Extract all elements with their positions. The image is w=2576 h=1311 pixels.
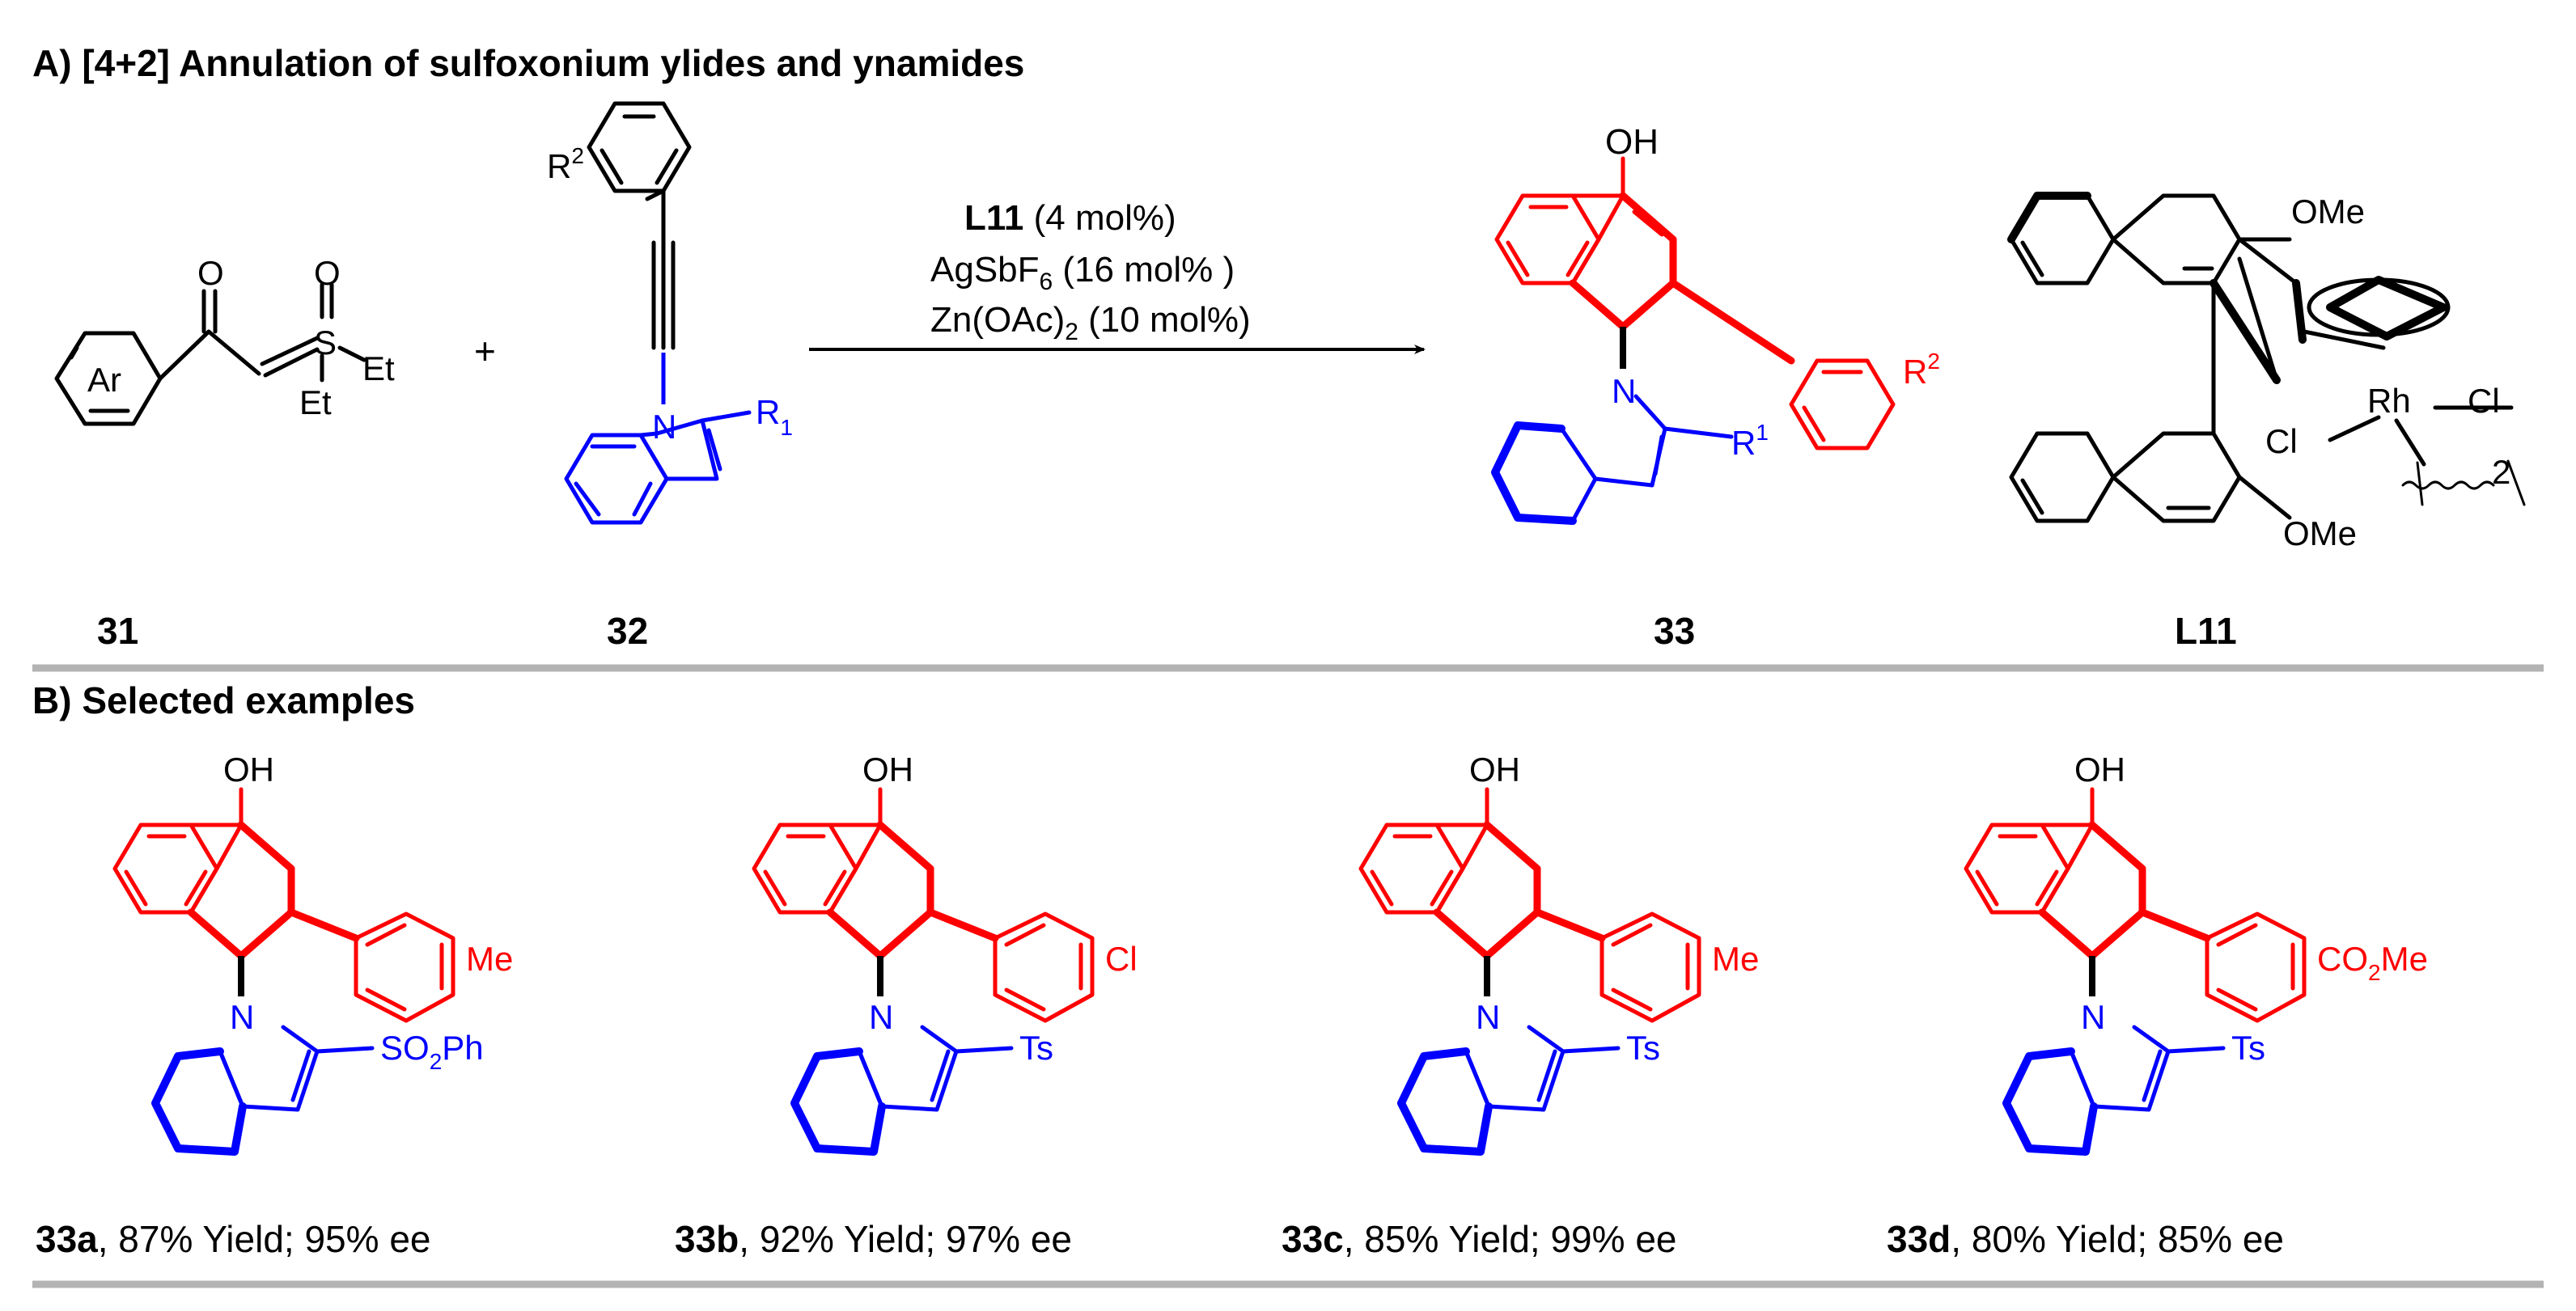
compound-31-et1: Et <box>362 349 395 387</box>
compound-33-indole-bold <box>1491 421 1577 525</box>
example-33d-caption: 33d, 80% Yield; 85% ee <box>1887 1218 2284 1260</box>
example-33c-n: N <box>1476 998 1500 1036</box>
condition-additive1: AgSbF6 (16 mol% ) <box>930 250 1235 295</box>
example-33b-substituent: Cl <box>1105 940 1138 978</box>
example-33d-substituent: CO2Me <box>2317 940 2428 985</box>
compound-33-new-bonds <box>1569 192 1795 365</box>
example-33a-aryl <box>354 911 455 1023</box>
example-33d-new-bonds <box>2038 821 2211 960</box>
condition-catalyst: L11 (4 mol%) <box>964 198 1176 238</box>
example-33b-n: N <box>869 998 893 1036</box>
example-33a-caption: 33a, 87% Yield; 95% ee <box>36 1218 430 1260</box>
plus-sign: + <box>474 330 496 372</box>
L11-dimer-count: 2 <box>2492 453 2510 491</box>
compound-33-indole <box>1493 394 1734 523</box>
example-33c-indole-substituent: Ts <box>1626 1029 1660 1067</box>
example-33c-aryl <box>1599 911 1701 1023</box>
example-33a-naphthalene <box>112 787 244 915</box>
compound-32-r1: R1 <box>756 393 793 440</box>
example-33b-indole-substituent: Ts <box>1019 1029 1053 1067</box>
compound-32-indole <box>564 410 752 525</box>
example-33c-oh: OH <box>1469 751 1520 789</box>
example-33c-substituent: Me <box>1712 940 1759 978</box>
compound-31-sulfoxide-o: O <box>314 254 341 292</box>
example-33b-indole <box>857 1025 1014 1112</box>
example-33c-indole <box>1464 1025 1621 1112</box>
L11-ome-bottom: OMe <box>2283 514 2357 552</box>
compound-31-carbonyl-o: O <box>197 254 224 292</box>
example-33d-aryl <box>2205 911 2307 1023</box>
example-33b-caption: 33b, 92% Yield; 97% ee <box>675 1218 1072 1260</box>
example-33a-indole-substituent: SO2Ph <box>380 1029 484 1074</box>
compound-33-oh: OH <box>1605 122 1659 162</box>
compound-32-n: N <box>652 408 676 446</box>
compound-33-r2: R2 <box>1903 349 1940 391</box>
example-33a-oh: OH <box>223 751 274 789</box>
example-33a-n: N <box>230 998 254 1036</box>
L11-wavy-bond <box>2401 459 2526 506</box>
example-33a-indole-bold <box>151 1047 247 1156</box>
L11-cl-left: Cl <box>2265 422 2298 460</box>
example-33c-caption: 33c, 85% Yield; 99% ee <box>1282 1218 1676 1260</box>
example-33b-new-bonds <box>826 821 999 960</box>
compound-32-id: 32 <box>607 610 648 652</box>
example-33a-new-bonds <box>187 821 360 960</box>
compound-31-et2: Et <box>299 383 332 421</box>
example-33d-naphthalene <box>1964 787 2095 915</box>
example-33d-indole-substituent: Ts <box>2231 1029 2265 1067</box>
example-33a-indole <box>218 1025 375 1112</box>
example-33d-indole <box>2069 1025 2226 1112</box>
compound-31-id: 31 <box>97 610 138 652</box>
example-33b-naphthalene <box>752 787 883 915</box>
compound-32-structure <box>587 101 692 350</box>
example-33b-indole-bold <box>790 1047 886 1156</box>
compound-33-ring-inner <box>1570 193 1664 285</box>
example-33c-naphthalene <box>1358 787 1489 915</box>
section-b-title: B) Selected examples <box>32 679 415 721</box>
section-a-title: A) [4+2] Annulation of sulfoxonium ylide… <box>32 42 1024 84</box>
example-33a-substituent: Me <box>466 940 513 978</box>
example-33c-indole-bold <box>1397 1047 1493 1156</box>
L11-id: L11 <box>2175 610 2237 652</box>
example-33d-oh: OH <box>2074 751 2125 789</box>
example-33c-new-bonds <box>1433 821 1606 960</box>
example-33d-indole-bold <box>2002 1047 2098 1156</box>
compound-31-ring-label: Ar <box>87 361 121 399</box>
compound-33-n: N <box>1612 372 1636 410</box>
L11-bold-bonds <box>2007 192 2447 384</box>
compound-31-structure <box>54 282 366 426</box>
compound-33-r1: R1 <box>1731 420 1769 462</box>
L11-rh: Rh <box>2367 382 2411 420</box>
compound-32-r2: R2 <box>547 143 584 185</box>
compound-31-sulfur: S <box>314 324 337 362</box>
compound-33-naphthol <box>1494 156 1896 450</box>
example-33b-aryl <box>993 911 1095 1023</box>
L11-ome-top: OMe <box>2291 192 2365 230</box>
compound-33-id: 33 <box>1654 610 1695 652</box>
L11-cl-right: Cl <box>2468 382 2500 420</box>
example-33b-oh: OH <box>862 751 913 789</box>
example-33d-n: N <box>2081 998 2105 1036</box>
L11-structure <box>2009 193 2514 523</box>
condition-additive2: Zn(OAc)2 (10 mol%) <box>930 300 1251 345</box>
